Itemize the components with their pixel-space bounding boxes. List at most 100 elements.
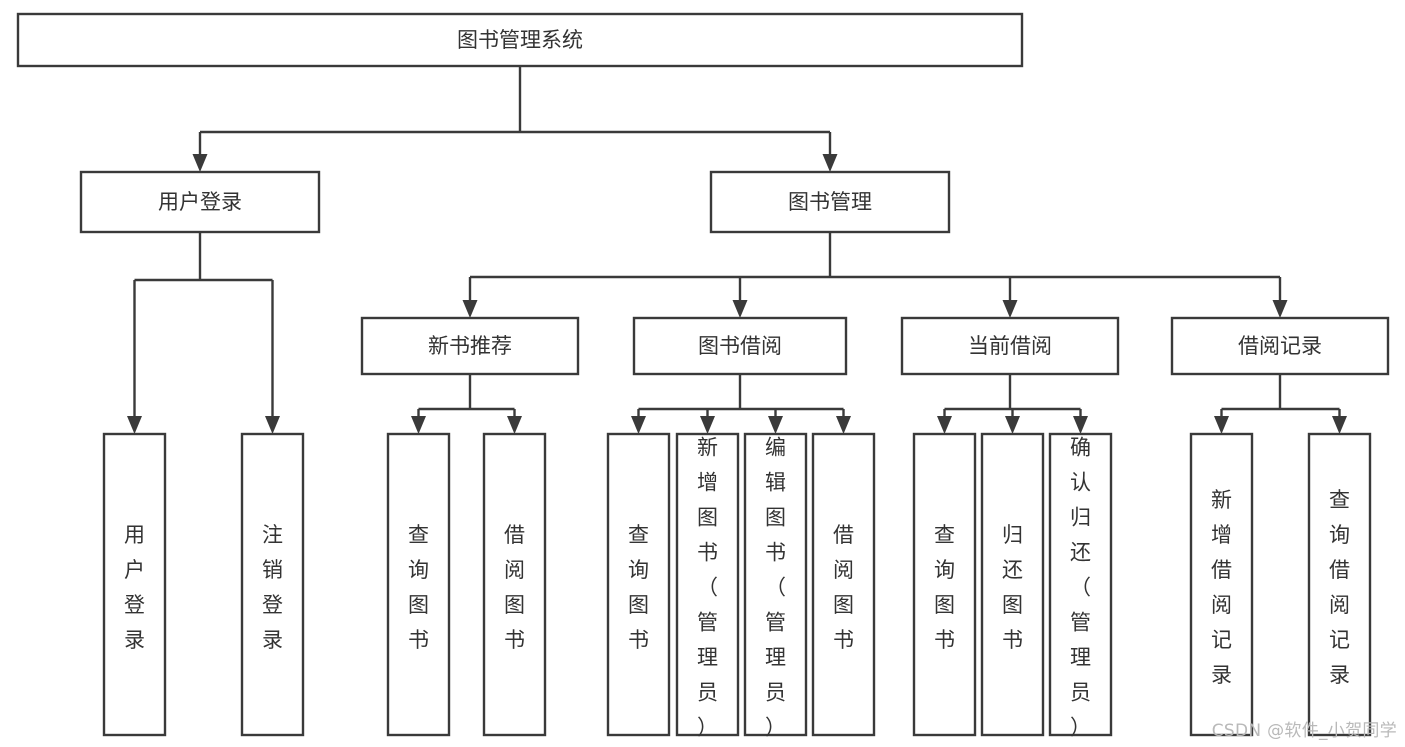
node-label-char: 书 <box>934 628 955 652</box>
node-label-char: 书 <box>628 628 649 652</box>
node-user-login[interactable]: 用户登录 <box>79 170 321 234</box>
node-label-char: 图 <box>1002 593 1023 617</box>
node-box <box>1170 316 1390 376</box>
node-box <box>709 170 951 234</box>
arrow-head-icon <box>265 416 280 434</box>
node-box <box>240 432 305 737</box>
node-label-char: 书 <box>504 628 525 652</box>
node-label: 新书推荐 <box>428 334 512 358</box>
node-box <box>811 432 876 737</box>
node-query-book-1[interactable]: 查询图书查询图书 <box>386 432 451 737</box>
node-label: 图书管理 <box>788 190 872 214</box>
node-label-char: 新 <box>1211 488 1232 512</box>
arrow-head-icon <box>1073 416 1088 434</box>
arrow-head-icon <box>700 416 715 434</box>
node-label-char: 图 <box>408 593 429 617</box>
node-box <box>360 316 580 376</box>
node-label-char: 询 <box>408 558 429 582</box>
node-user-logout[interactable]: 注销登录注销登录 <box>240 432 305 737</box>
node-query-book-2[interactable]: 查询图书查询图书 <box>606 432 671 737</box>
node-box <box>1048 432 1113 737</box>
node-root[interactable]: 图书管理系统 <box>16 12 1024 68</box>
node-query-borrow-record[interactable]: 查询借阅记录查询借阅记录 <box>1307 432 1372 737</box>
node-borrow-book-2[interactable]: 借阅图书借阅图书 <box>811 432 876 737</box>
node-label-char: 录 <box>262 628 283 652</box>
arrow-head-icon <box>822 154 838 172</box>
node-label: 图书管理系统 <box>457 28 583 52</box>
node-box <box>675 432 740 737</box>
arrow-head-icon <box>411 416 426 434</box>
node-box <box>16 12 1024 68</box>
nodes-layer: 图书管理系统用户登录用户登录用户登录注销登录注销登录图书管理新书推荐查询图书查询… <box>16 12 1390 739</box>
node-box <box>912 432 977 737</box>
node-label-char: 图 <box>833 593 854 617</box>
node-label-char: 编 <box>765 435 786 459</box>
node-label-char: 阅 <box>1329 593 1350 617</box>
node-label-char: 询 <box>628 558 649 582</box>
node-borrow-record[interactable]: 借阅记录 <box>1170 316 1390 376</box>
node-label-char: 新 <box>697 435 718 459</box>
node-label-char: 查 <box>408 523 429 547</box>
node-box <box>632 316 848 376</box>
node-new-book-recommend[interactable]: 新书推荐 <box>360 316 580 376</box>
arrow-head-icon <box>836 416 851 434</box>
node-label-char: 录 <box>124 628 145 652</box>
node-label-char: 书 <box>697 540 718 564</box>
node-box <box>900 316 1120 376</box>
node-label-char: 理 <box>697 645 718 669</box>
node-label-char: 书 <box>765 540 786 564</box>
node-label-char: （ <box>1070 575 1091 599</box>
node-label-char: ） <box>1070 715 1091 739</box>
node-label-char: 借 <box>1329 558 1350 582</box>
node-label-char: 增 <box>697 470 718 494</box>
node-label-char: 理 <box>1070 645 1091 669</box>
node-label-char: 管 <box>765 610 786 634</box>
node-label-char: 员 <box>1070 680 1091 704</box>
arrow-head-icon <box>631 416 646 434</box>
node-label-char: 借 <box>504 523 525 547</box>
node-label-char: 阅 <box>1211 593 1232 617</box>
node-label-char: 确 <box>1070 435 1091 459</box>
node-label-char: 户 <box>124 558 145 582</box>
arrow-head-icon <box>1005 416 1020 434</box>
node-box <box>102 432 167 737</box>
node-label-char: 记 <box>1211 628 1232 652</box>
node-label-char: 还 <box>1002 558 1023 582</box>
node-label-char: 归 <box>1070 505 1091 529</box>
node-label-char: 图 <box>504 593 525 617</box>
node-query-book-3[interactable]: 查询图书查询图书 <box>912 432 977 737</box>
node-borrow-book-1[interactable]: 借阅图书借阅图书 <box>482 432 547 737</box>
node-current-borrow[interactable]: 当前借阅 <box>900 316 1120 376</box>
node-label-char: 登 <box>124 593 145 617</box>
node-label-char: 员 <box>765 680 786 704</box>
node-book-borrow[interactable]: 图书借阅 <box>632 316 848 376</box>
node-label-char: ） <box>765 715 786 739</box>
node-label-char: 阅 <box>833 558 854 582</box>
node-label-char: 录 <box>1211 663 1232 687</box>
node-label-char: 书 <box>833 628 854 652</box>
node-label-char: 询 <box>1329 523 1350 547</box>
node-label: 借阅记录 <box>1238 334 1322 358</box>
node-label-char: 注 <box>262 523 283 547</box>
node-label-char: ） <box>697 715 718 739</box>
node-label-char: 增 <box>1211 523 1232 547</box>
arrow-head-icon <box>732 300 748 318</box>
node-label-char: 书 <box>408 628 429 652</box>
arrow-head-icon <box>1332 416 1347 434</box>
node-book-management[interactable]: 图书管理 <box>709 170 951 234</box>
node-box <box>79 170 321 234</box>
node-add-borrow-record[interactable]: 新增借阅记录新增借阅记录 <box>1189 432 1254 737</box>
node-label-char: 阅 <box>504 558 525 582</box>
node-label-char: 借 <box>1211 558 1232 582</box>
arrow-head-icon <box>768 416 783 434</box>
csdn-watermark: CSDN @软件_小贺同学 <box>1211 721 1397 741</box>
node-label-char: 借 <box>833 523 854 547</box>
node-label-char: 询 <box>934 558 955 582</box>
node-box <box>606 432 671 737</box>
node-return-book[interactable]: 归还图书归还图书 <box>980 432 1045 737</box>
